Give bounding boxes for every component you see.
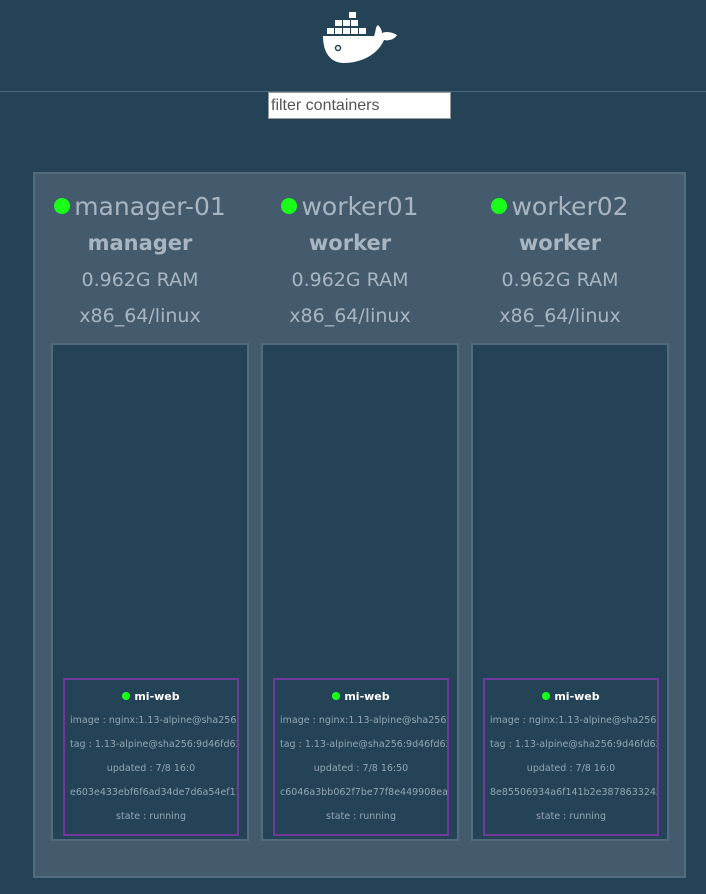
container-list: mi-web image : nginx:1.13-alpine@sha256:…: [471, 343, 669, 841]
node-role: manager: [87, 231, 193, 255]
node-name: manager-01: [35, 192, 245, 221]
container-name: mi-web: [275, 690, 447, 703]
container-updated: updated : 7/8 16:50: [313, 763, 409, 774]
container-tag: tag : 1.13-alpine@sha256:9d46fd628: [280, 739, 449, 750]
node-arch: x86_64/linux: [289, 305, 411, 327]
container-name-text: mi-web: [134, 690, 180, 703]
container-card[interactable]: mi-web image : nginx:1.13-alpine@sha256:…: [483, 678, 659, 836]
status-dot-icon: [542, 692, 551, 700]
filter-containers-input[interactable]: [268, 92, 451, 119]
status-dot-icon: [332, 692, 341, 700]
node-ram: 0.962G RAM: [291, 269, 409, 291]
status-dot-icon: [281, 198, 298, 214]
container-name: mi-web: [65, 690, 237, 703]
container-tag: tag : 1.13-alpine@sha256:9d46fd628: [70, 739, 239, 750]
container-image: image : nginx:1.13-alpine@sha256:9e: [70, 715, 239, 726]
status-dot-icon: [491, 198, 508, 214]
node-name: worker01: [245, 192, 455, 221]
container-image: image : nginx:1.13-alpine@sha256:9e: [490, 715, 659, 726]
node-role: worker: [308, 231, 392, 255]
container-card[interactable]: mi-web image : nginx:1.13-alpine@sha256:…: [63, 678, 239, 836]
container-state: state : running: [116, 811, 186, 822]
node-arch: x86_64/linux: [79, 305, 201, 327]
container-id: e603e433ebf6f6ad34de7d6a54ef11c: [70, 787, 239, 798]
container-state: state : running: [326, 811, 396, 822]
container-id: c6046a3bb062f7be77f8e449908eaae: [280, 787, 449, 798]
container-name-text: mi-web: [344, 690, 390, 703]
nodes-panel: manager-01 manager 0.962G RAM x86_64/lin…: [33, 172, 686, 878]
status-dot-icon: [122, 692, 131, 700]
container-tag: tag : 1.13-alpine@sha256:9d46fd628: [490, 739, 659, 750]
container-card[interactable]: mi-web image : nginx:1.13-alpine@sha256:…: [273, 678, 449, 836]
node-name-text: manager-01: [74, 192, 226, 221]
status-dot-icon: [54, 198, 71, 214]
container-name-text: mi-web: [554, 690, 600, 703]
node-ram: 0.962G RAM: [81, 269, 199, 291]
container-updated: updated : 7/8 16:0: [106, 763, 196, 774]
node-name-text: worker02: [511, 192, 629, 221]
header-divider: [0, 91, 706, 92]
container-list: mi-web image : nginx:1.13-alpine@sha256:…: [261, 343, 459, 841]
node-name-text: worker01: [301, 192, 419, 221]
container-state: state : running: [536, 811, 606, 822]
container-id: 8e85506934a6f141b2e38786332428: [490, 787, 659, 798]
container-list: mi-web image : nginx:1.13-alpine@sha256:…: [51, 343, 249, 841]
container-image: image : nginx:1.13-alpine@sha256:9e: [280, 715, 449, 726]
node-arch: x86_64/linux: [499, 305, 621, 327]
docker-logo-icon: [323, 12, 397, 63]
node-role: worker: [518, 231, 602, 255]
node-ram: 0.962G RAM: [501, 269, 619, 291]
node-name: worker02: [455, 192, 665, 221]
container-updated: updated : 7/8 16:0: [526, 763, 616, 774]
container-name: mi-web: [485, 690, 657, 703]
